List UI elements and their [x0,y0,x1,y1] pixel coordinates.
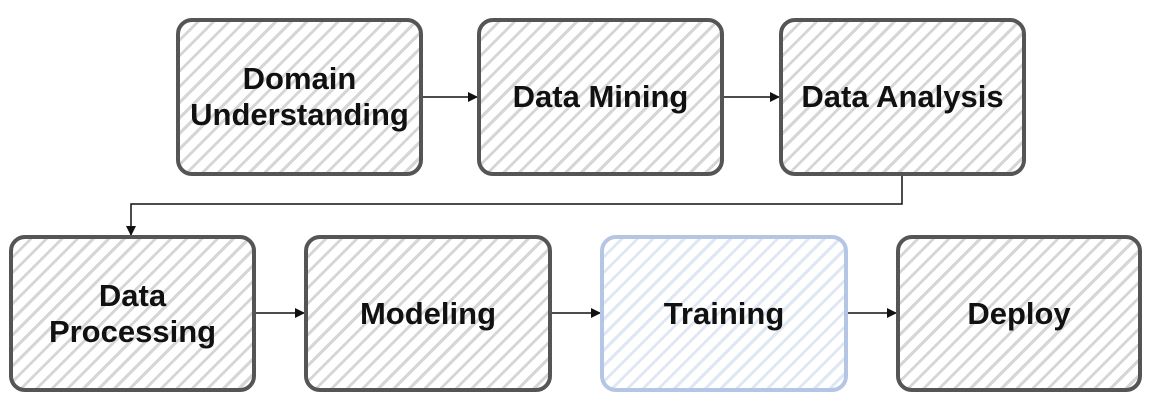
node-domain-understanding: Domain Understanding [176,18,423,176]
node-data-mining: Data Mining [477,18,724,176]
node-label: Training [663,295,785,331]
node-modeling: Modeling [304,235,552,392]
node-data-processing: Data Processing [9,235,256,392]
node-label: Modeling [359,295,497,331]
node-label: Data Processing [48,277,217,349]
node-label: Data Analysis [801,79,1004,114]
edge-data-analysis-to-data-processing [126,176,903,236]
node-label: Data Mining [512,79,689,114]
node-label: Deploy [967,295,1071,331]
node-data-analysis: Data Analysis [779,18,1026,176]
node-deploy: Deploy [896,235,1142,392]
node-label: Domain Understanding [190,61,409,132]
node-training: Training [600,235,848,392]
